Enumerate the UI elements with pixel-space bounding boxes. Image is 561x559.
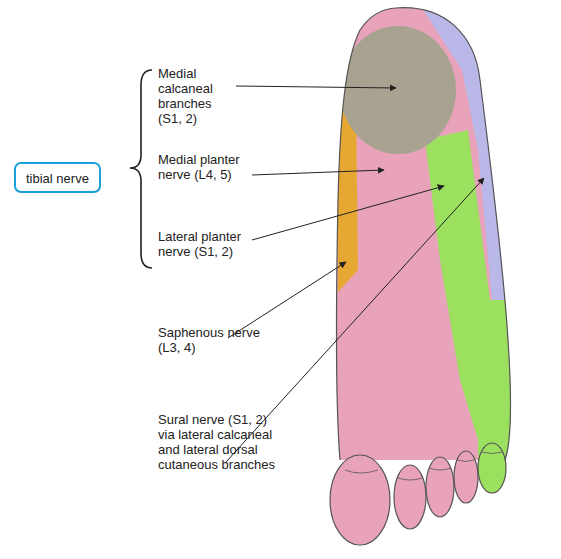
nerve-label: Lateral planter nerve (S1, 2) bbox=[158, 229, 246, 259]
leader-line bbox=[252, 170, 384, 175]
nerve-label: Sural nerve (S1, 2) via lateral calcanea… bbox=[158, 412, 276, 472]
nerve-label: Medial calcaneal branches (S1, 2) bbox=[158, 66, 238, 126]
group-name: tibial nerve bbox=[26, 171, 89, 186]
heel-region bbox=[340, 26, 456, 154]
foot-regions bbox=[300, 0, 561, 559]
leader-lines bbox=[226, 86, 484, 462]
leader-line bbox=[236, 86, 396, 88]
foot-outline bbox=[330, 8, 511, 545]
lateral-plantar-region bbox=[425, 130, 530, 559]
nerve-label: Saphenous nerve (L3, 4) bbox=[158, 325, 270, 355]
nerve-group-box: tibial nerve bbox=[14, 162, 101, 193]
nerve-label: Medial planter nerve (L4, 5) bbox=[158, 152, 246, 182]
bracket bbox=[130, 70, 152, 268]
leader-line bbox=[252, 186, 444, 240]
medial-plantar-region bbox=[300, 0, 561, 559]
